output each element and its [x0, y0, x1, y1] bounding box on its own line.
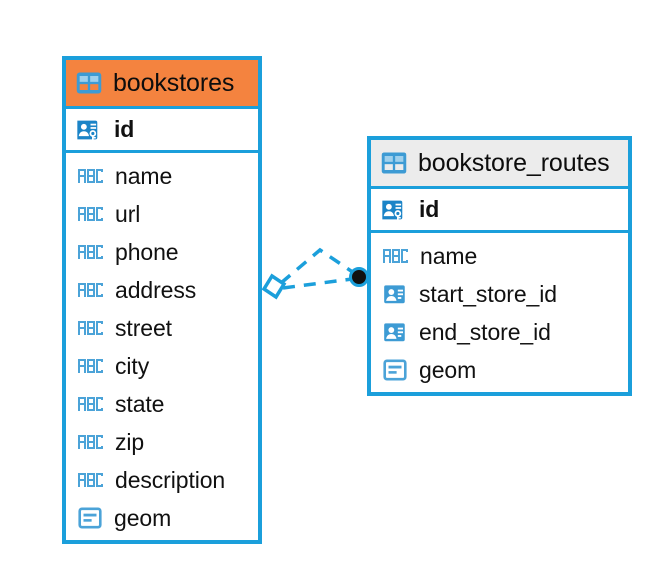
field-label: name	[420, 242, 478, 269]
field-row[interactable]: geom	[371, 351, 628, 389]
primary-key-row-bookstores[interactable]: id	[66, 106, 258, 153]
diamond-marker	[261, 273, 287, 300]
geometry-field-icon	[77, 505, 103, 531]
text-field-icon	[77, 279, 104, 301]
field-label: name	[115, 162, 173, 189]
foreign-key-icon	[382, 281, 408, 307]
entity-header-bookstores[interactable]: bookstores	[66, 60, 258, 106]
text-field-icon	[77, 203, 104, 225]
text-field-icon	[77, 165, 104, 187]
field-label: phone	[115, 238, 179, 265]
primary-key-row-bookstore-routes[interactable]: id	[371, 186, 628, 233]
filled-circle-marker	[349, 267, 369, 287]
table-icon	[75, 69, 103, 97]
field-label: state	[115, 390, 165, 417]
field-label: city	[115, 352, 150, 379]
field-label: geom	[114, 504, 172, 531]
field-label: start_store_id	[419, 280, 557, 307]
foreign-key-icon	[382, 319, 408, 345]
relationship-line-straight	[282, 277, 353, 290]
entity-title-bookstores: bookstores	[113, 68, 235, 97]
field-row[interactable]: city	[66, 347, 258, 385]
text-field-icon	[77, 355, 104, 377]
field-row[interactable]: end_store_id	[371, 313, 628, 351]
geometry-field-icon	[382, 357, 408, 383]
table-icon	[380, 149, 408, 177]
field-row[interactable]: name	[66, 157, 258, 195]
primary-key-icon	[75, 116, 103, 144]
primary-key-label: id	[114, 116, 135, 142]
field-row[interactable]: url	[66, 195, 258, 233]
text-field-icon	[77, 241, 104, 263]
field-row[interactable]: address	[66, 271, 258, 309]
text-field-icon	[382, 245, 409, 267]
field-row[interactable]: state	[66, 385, 258, 423]
field-label: street	[115, 314, 172, 341]
entity-title-bookstore-routes: bookstore_routes	[418, 148, 610, 177]
field-row[interactable]: zip	[66, 423, 258, 461]
primary-key-label: id	[419, 196, 440, 222]
field-label: end_store_id	[419, 318, 551, 345]
field-label: geom	[419, 356, 477, 383]
field-row[interactable]: description	[66, 461, 258, 499]
entity-header-bookstore-routes[interactable]: bookstore_routes	[371, 140, 628, 186]
text-field-icon	[77, 469, 104, 491]
field-list-bookstore-routes: name start_store_id	[371, 233, 628, 392]
field-label: address	[115, 276, 197, 303]
field-row[interactable]: start_store_id	[371, 275, 628, 313]
field-row[interactable]: geom	[66, 499, 258, 537]
text-field-icon	[77, 393, 104, 415]
field-list-bookstores: name	[66, 153, 258, 540]
field-row[interactable]: phone	[66, 233, 258, 271]
field-label: zip	[115, 428, 145, 455]
text-field-icon	[77, 317, 104, 339]
field-row[interactable]: street	[66, 309, 258, 347]
entity-bookstores[interactable]: bookstores id	[62, 56, 262, 544]
field-label: url	[115, 200, 141, 227]
entity-bookstore-routes[interactable]: bookstore_routes id	[367, 136, 632, 396]
field-label: description	[115, 466, 226, 493]
primary-key-icon	[380, 196, 408, 224]
field-row[interactable]: name	[371, 237, 628, 275]
relationship-line-arc	[279, 247, 358, 285]
text-field-icon	[77, 431, 104, 453]
